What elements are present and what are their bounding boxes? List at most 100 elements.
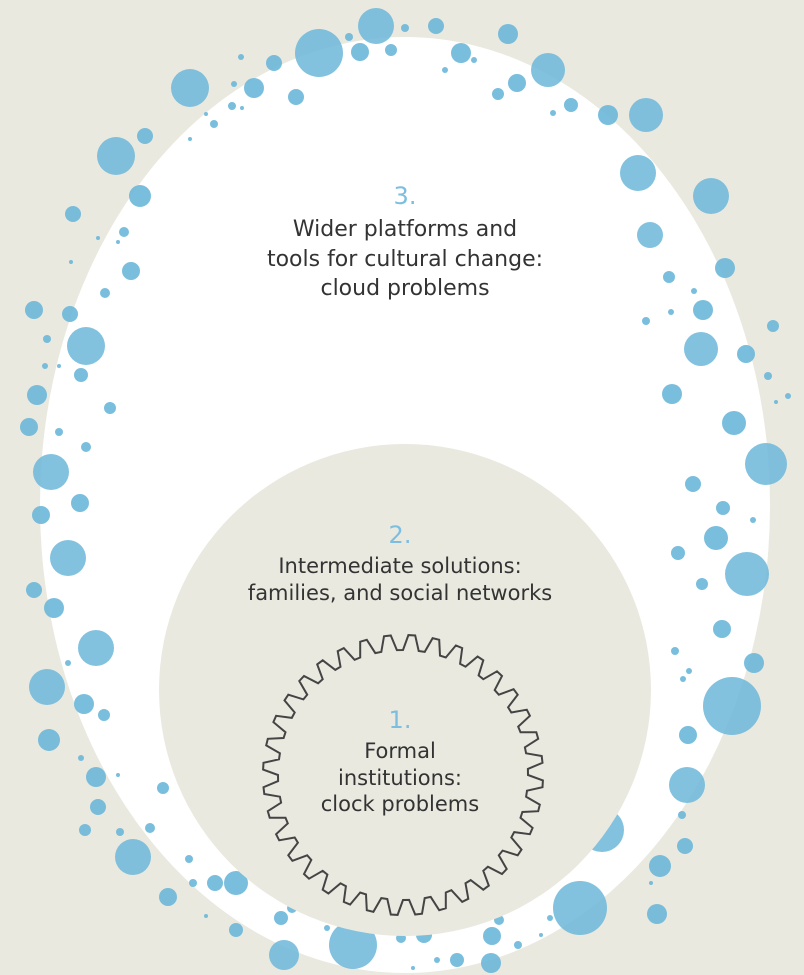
bubble-57 <box>67 327 105 365</box>
bubble-115 <box>159 888 177 906</box>
bubble-50 <box>774 400 778 404</box>
bubble-42 <box>668 309 674 315</box>
bubble-88 <box>65 660 71 666</box>
bubble-24 <box>210 120 218 128</box>
bubble-125 <box>329 921 377 969</box>
bubble-0 <box>358 8 394 44</box>
bubble-48 <box>764 372 772 380</box>
bubble-49 <box>662 384 682 404</box>
bubble-66 <box>722 411 746 435</box>
bubble-85 <box>744 653 764 673</box>
bubble-80 <box>44 598 64 618</box>
bubble-107 <box>115 839 151 875</box>
bubble-120 <box>274 911 288 925</box>
bubble-12 <box>508 74 526 92</box>
bubble-128 <box>483 927 501 945</box>
bubble-121 <box>204 914 208 918</box>
bubble-70 <box>71 494 89 512</box>
level-1-line-2: institutions: <box>338 765 462 790</box>
bubble-6 <box>385 44 397 56</box>
bubble-63 <box>104 402 116 414</box>
bubble-104 <box>116 828 124 836</box>
bubble-116 <box>647 904 667 924</box>
bubble-46 <box>684 332 718 366</box>
bubble-56 <box>62 306 78 322</box>
bubble-84 <box>671 647 679 655</box>
level-3-line-2: tools for cultural change: <box>266 246 544 272</box>
inner-circle-intermediate-region <box>159 444 651 936</box>
bubble-8 <box>451 43 471 63</box>
bubble-1 <box>401 24 409 32</box>
bubble-29 <box>129 185 151 207</box>
bubble-52 <box>122 262 140 280</box>
bubble-13 <box>492 88 504 100</box>
bubble-130 <box>514 941 522 949</box>
bubble-55 <box>25 301 43 319</box>
bubble-51 <box>785 393 791 399</box>
bubble-82 <box>713 620 731 638</box>
level-3-label: 3. Wider platforms and tools for cultura… <box>200 180 610 304</box>
bubble-132 <box>269 940 299 970</box>
bubble-31 <box>119 227 129 237</box>
level-1-line-1: Formal <box>364 738 436 763</box>
bubble-18 <box>244 78 264 98</box>
bubble-108 <box>185 855 193 863</box>
bubble-14 <box>564 98 578 112</box>
bubble-22 <box>228 102 236 110</box>
bubble-47 <box>737 345 755 363</box>
bubble-106 <box>677 838 693 854</box>
bubble-41 <box>691 288 697 294</box>
bubble-93 <box>38 729 60 751</box>
bubble-19 <box>231 81 237 87</box>
level-1-line-3: clock problems <box>320 792 480 817</box>
bubble-45 <box>767 320 779 332</box>
bubble-21 <box>171 69 209 107</box>
bubble-77 <box>671 546 685 560</box>
level-2-line-1: Intermediate solutions: <box>278 554 522 579</box>
level-2-line-2: families, and social networks <box>247 581 553 606</box>
bubble-23 <box>240 106 244 110</box>
bubble-4 <box>295 29 343 77</box>
bubble-90 <box>703 677 761 735</box>
bubble-78 <box>725 552 769 596</box>
bubble-102 <box>145 823 155 833</box>
bubble-58 <box>43 335 51 343</box>
bubble-135 <box>481 953 501 973</box>
bubble-114 <box>553 881 607 935</box>
bubble-98 <box>157 782 169 794</box>
bubble-101 <box>90 799 106 815</box>
bubble-76 <box>50 540 86 576</box>
bubble-109 <box>649 855 671 877</box>
bubble-43 <box>693 300 713 320</box>
bubble-73 <box>716 501 730 515</box>
bubble-9 <box>442 67 448 73</box>
bubble-124 <box>324 925 330 931</box>
bubble-129 <box>539 933 543 937</box>
bubble-60 <box>57 364 61 368</box>
gear-icon <box>262 634 544 916</box>
bubble-38 <box>637 222 663 248</box>
level-1-label: 1. Formal institutions: clock problems <box>290 705 510 818</box>
bubble-15 <box>550 110 556 116</box>
bubble-5 <box>351 43 369 61</box>
bubble-74 <box>750 517 756 523</box>
bubble-100 <box>678 811 686 819</box>
bubble-28 <box>97 137 135 175</box>
bubble-86 <box>686 668 692 674</box>
bubble-39 <box>715 258 735 278</box>
bubble-30 <box>65 206 81 222</box>
bubble-72 <box>685 476 701 492</box>
bubble-99 <box>669 767 705 803</box>
bubble-79 <box>26 582 42 598</box>
bubble-112 <box>207 875 223 891</box>
bubble-89 <box>29 669 65 705</box>
level-2-number: 2. <box>388 521 412 549</box>
bubble-111 <box>224 871 248 895</box>
bubble-16 <box>266 55 282 71</box>
bubble-103 <box>79 824 91 836</box>
bubble-91 <box>74 694 94 714</box>
bubble-87 <box>680 676 686 682</box>
bubble-110 <box>649 881 653 885</box>
bubble-7 <box>345 33 353 41</box>
bubble-17 <box>238 54 244 60</box>
